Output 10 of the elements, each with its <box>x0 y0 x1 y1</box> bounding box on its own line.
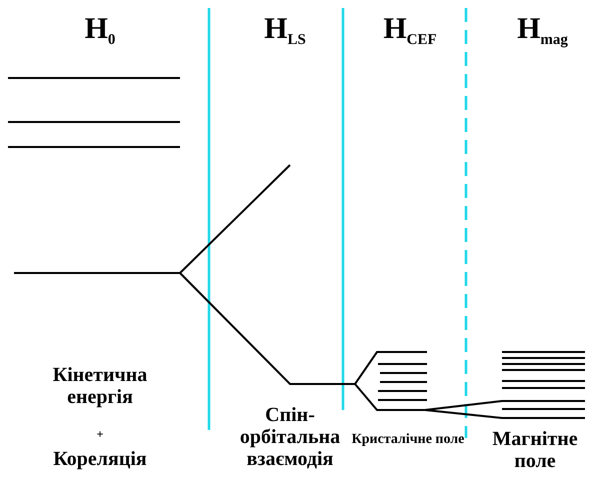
caption-text: Магнітне поле <box>491 428 579 472</box>
caption-text: Кристалічне поле <box>350 432 466 448</box>
caption-text: Спін-орбітальна взаємодія <box>238 404 342 470</box>
heading: H$_{mag}$ <box>516 12 569 48</box>
caption-text: Кореляція <box>52 448 148 470</box>
caption-text: Кінетична енергія <box>52 364 148 408</box>
heading: H$_{0}$ <box>84 12 116 48</box>
heading: H$_{CEF}$ <box>382 12 438 48</box>
plus-sign: + <box>96 428 104 442</box>
heading: H$_{LS}$ <box>263 12 307 48</box>
